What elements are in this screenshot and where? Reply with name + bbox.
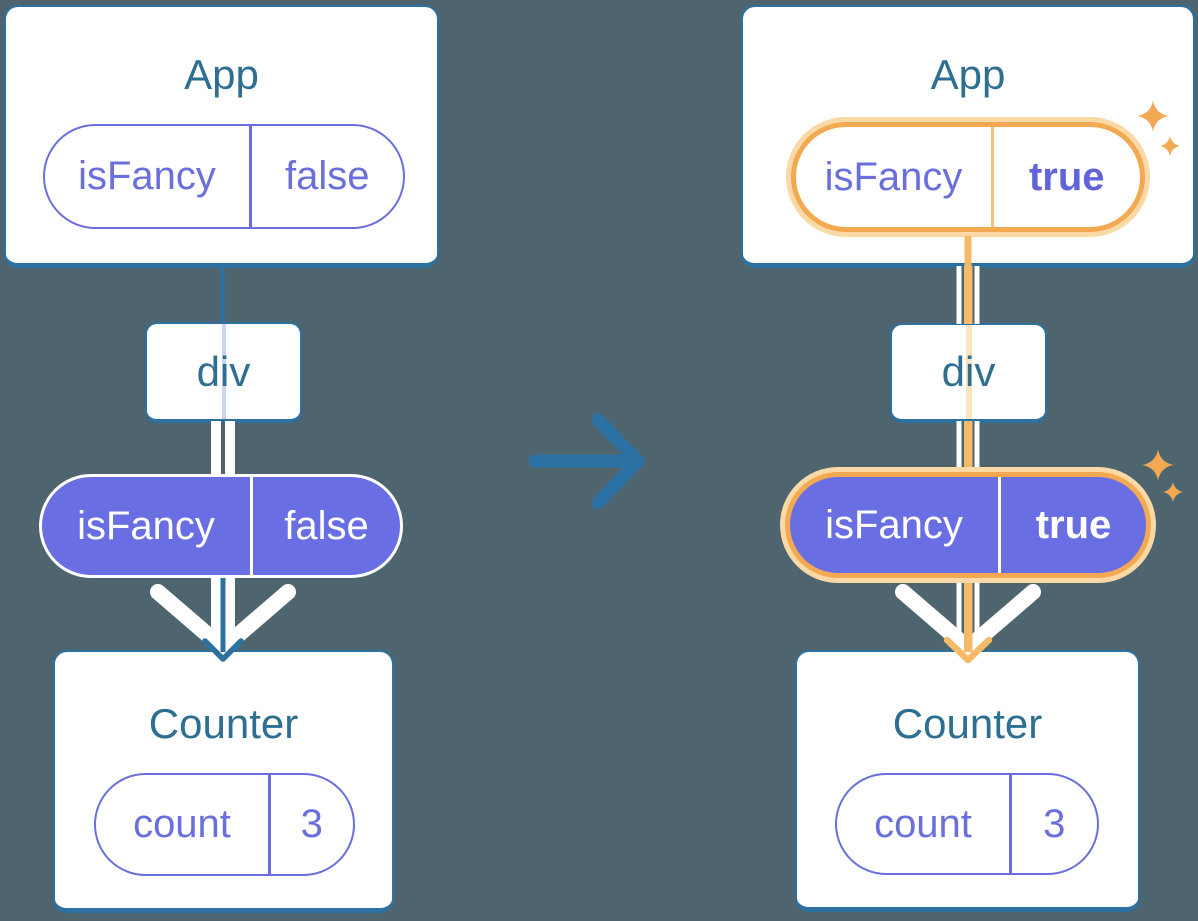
pill-divider <box>991 127 994 227</box>
div-label: div <box>941 348 996 395</box>
prop-key: isFancy <box>77 503 215 548</box>
prop-value: true <box>1028 154 1105 199</box>
app-prop-pill-after-highlighted: isFancy true <box>791 122 1145 232</box>
div-box-after: div <box>890 323 1047 423</box>
pill-divider <box>1009 775 1012 873</box>
prop-line-through-div <box>221 324 226 419</box>
connector-app-div-before <box>220 265 225 324</box>
white-chevron-icon <box>895 584 1041 656</box>
card-title: Counter <box>148 700 299 747</box>
counter-state-pill-before: count 3 <box>94 773 355 876</box>
app-card-before: App isFancy false <box>4 5 439 268</box>
value-line-after <box>964 575 973 652</box>
value-line-before <box>220 572 226 652</box>
counter-state-pill-after: count 3 <box>835 773 1099 875</box>
white-chevron-icon <box>150 584 296 656</box>
prop-line-through-div <box>965 325 972 419</box>
div-label: div <box>196 347 251 395</box>
pill-divider <box>268 775 271 874</box>
prop-value: false <box>284 503 369 548</box>
sparkle-icon <box>1142 449 1183 502</box>
counter-card-before: Counter count 3 <box>53 650 394 913</box>
prop-key: isFancy <box>78 154 216 198</box>
pill-divider <box>250 477 253 575</box>
prop-key: isFancy <box>824 154 963 199</box>
app-prop-pill-before: isFancy false <box>43 124 405 229</box>
state-value: 3 <box>1043 801 1066 846</box>
pill-divider <box>249 126 252 227</box>
state-key: count <box>133 802 231 846</box>
card-title: App <box>930 51 1006 98</box>
pill-divider <box>998 477 1001 573</box>
card-title: Counter <box>892 700 1043 747</box>
div-box-before: div <box>145 322 302 423</box>
prop-key: isFancy <box>825 502 963 547</box>
state-key: count <box>874 801 972 846</box>
prop-value: false <box>285 154 370 198</box>
state-value: 3 <box>300 802 323 846</box>
passed-prop-pill-after-highlighted: isFancy true <box>785 472 1151 578</box>
app-card-after: App isFancy true <box>741 5 1195 268</box>
arrow-right-icon <box>528 413 645 510</box>
passed-prop-pill-before: isFancy false <box>39 474 403 578</box>
card-title: App <box>184 51 259 98</box>
prop-value: true <box>1035 502 1112 547</box>
counter-card-after: Counter count 3 <box>795 650 1140 912</box>
